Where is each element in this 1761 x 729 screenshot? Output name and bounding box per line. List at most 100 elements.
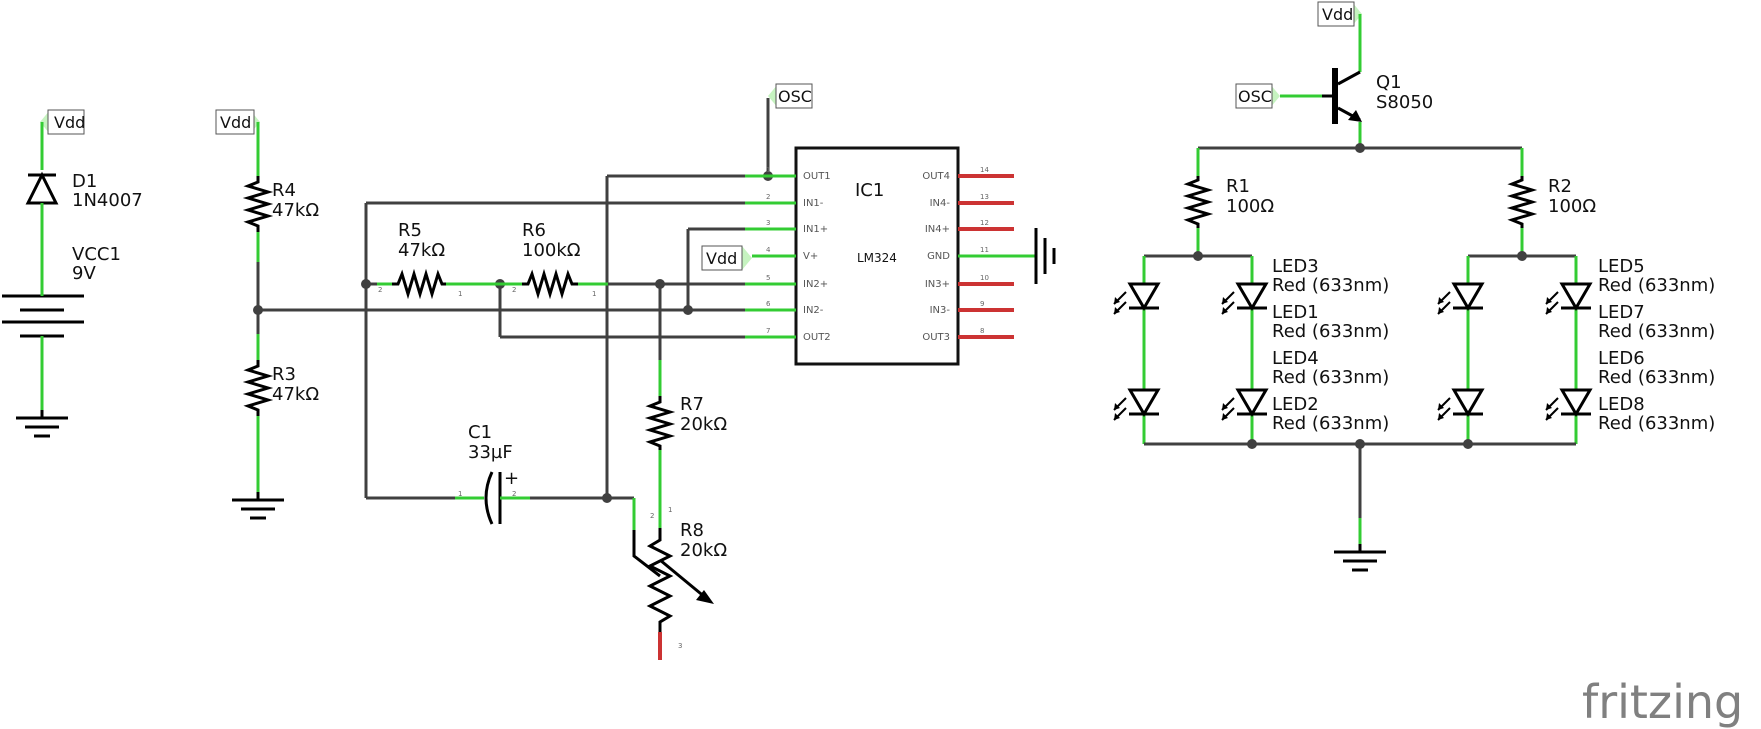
ic-pin-number: 14 (980, 166, 989, 174)
pin-number: 2 (650, 512, 654, 520)
c1-name: C1 (468, 422, 492, 443)
ic-pin-label: GND (927, 251, 950, 262)
r8-value: 20kΩ (680, 540, 727, 561)
ic-pin-number: 1 (766, 166, 770, 174)
led-symbol[interactable] (1436, 388, 1485, 422)
ic-pin-label: OUT2 (803, 332, 831, 343)
pin-number: 3 (678, 642, 682, 650)
led-symbol[interactable] (1112, 388, 1161, 422)
ic-pin-number: 2 (766, 193, 770, 201)
ic-pin-number: 5 (766, 274, 770, 282)
pin-number: 2 (512, 490, 516, 498)
led3-value: Red (633nm) (1272, 275, 1389, 296)
vdd-net-label-d1: Vdd (40, 109, 85, 135)
led-symbol-led3[interactable] (1220, 282, 1269, 316)
junction-dot (602, 493, 612, 503)
d1-name: D1 (72, 171, 97, 192)
led6-name: LED6 (1598, 348, 1645, 369)
r2-name: R2 (1548, 176, 1572, 197)
led-symbol[interactable] (1112, 282, 1161, 316)
ic1-body[interactable] (794, 146, 960, 366)
ic1-name: IC1 (855, 180, 884, 201)
led4-name: LED4 (1272, 348, 1319, 369)
resistor-r3[interactable] (242, 360, 274, 416)
resistor-r6[interactable] (522, 268, 578, 300)
ic-pin-number: 10 (980, 274, 989, 282)
led5-value: Red (633nm) (1598, 275, 1715, 296)
led8-value: Red (633nm) (1598, 413, 1715, 434)
junction-dot (655, 279, 665, 289)
ic-pin-number: 7 (766, 327, 770, 335)
led3-name: LED3 (1272, 256, 1319, 277)
led-symbol-led8[interactable] (1544, 388, 1593, 422)
led7-name: LED7 (1598, 302, 1645, 323)
vdd-label-2: Vdd (220, 113, 251, 132)
ic-pin-label: IN4- (930, 198, 951, 209)
transistor-q1[interactable] (1322, 68, 1362, 124)
osc-net-label-ic: OSC (768, 83, 813, 109)
r4-value: 47kΩ (272, 200, 319, 221)
resistor-r4[interactable] (242, 176, 274, 232)
vdd-label-4: Vdd (1322, 5, 1353, 24)
q1-value: S8050 (1376, 92, 1433, 113)
r3-name: R3 (272, 364, 296, 385)
q1-name: Q1 (1376, 72, 1402, 93)
led2-value: Red (633nm) (1272, 413, 1389, 434)
junction-dot (1517, 251, 1527, 261)
junction-dot (1247, 439, 1257, 449)
battery-vcc1[interactable] (2, 294, 84, 338)
ic-pin-label: IN2+ (803, 279, 828, 290)
pin-number: 1 (592, 290, 596, 298)
ground-symbol-2 (230, 490, 286, 520)
vdd-net-label-ic: Vdd (701, 245, 752, 271)
led7-value: Red (633nm) (1598, 321, 1715, 342)
ic-pin-label: IN3+ (925, 279, 950, 290)
r6-name: R6 (522, 220, 546, 241)
pin-number: 1 (458, 290, 462, 298)
vdd-label-3: Vdd (706, 249, 737, 268)
ic-pin-label: IN1- (803, 198, 824, 209)
r5-name: R5 (398, 220, 422, 241)
vdd-label-1: Vdd (54, 113, 85, 132)
vcc1-name: VCC1 (72, 244, 121, 265)
led5-name: LED5 (1598, 256, 1645, 277)
led2-name: LED2 (1272, 394, 1319, 415)
r1-value: 100Ω (1226, 196, 1274, 217)
ic-pin-number: 4 (766, 246, 771, 254)
ic1-left-pins: OUT1 IN1- IN1+ V+ IN2+ IN2- OUT2 1 2 3 4… (745, 166, 831, 343)
ground-symbol-1 (14, 408, 70, 438)
ic-pin-label: OUT3 (922, 332, 950, 343)
ic-pin-label: IN2- (803, 305, 824, 316)
junction-dot (361, 279, 371, 289)
circuit-wires (258, 98, 770, 500)
potentiometer-r8[interactable] (632, 528, 714, 632)
ic-pin-number: 3 (766, 219, 770, 227)
osc-net-label-q1: OSC (1235, 83, 1280, 109)
r6-value: 100kΩ (522, 240, 581, 261)
resistor-r2[interactable] (1506, 176, 1538, 228)
capacitor-c1[interactable] (484, 471, 502, 525)
ic1-part: LM324 (857, 251, 897, 265)
ic-pin-number: 13 (980, 193, 989, 201)
vdd-net-label-q1: Vdd (1317, 1, 1362, 27)
vdd-net-label-r4: Vdd (215, 109, 260, 135)
ic-pin-number: 6 (766, 300, 771, 308)
ic-pin-label: V+ (803, 251, 818, 262)
led-symbol-led2[interactable] (1220, 388, 1269, 422)
junction-dot (683, 305, 693, 315)
led-symbol[interactable] (1436, 282, 1485, 316)
c1-value: 33µF (468, 442, 513, 463)
ground-symbol-3 (1332, 542, 1388, 572)
r2-value: 100Ω (1548, 196, 1596, 217)
diode-d1[interactable] (25, 171, 59, 205)
pin-number: 2 (512, 286, 516, 294)
resistor-r5[interactable] (392, 268, 446, 300)
led-symbol-led7[interactable] (1544, 282, 1593, 316)
resistor-r1[interactable] (1182, 176, 1214, 228)
junction-dot (253, 305, 263, 315)
ground-symbol-ic (1034, 228, 1056, 284)
ic-pin-number: 12 (980, 219, 989, 227)
resistor-r7[interactable] (644, 396, 676, 450)
ic-pin-label: IN1+ (803, 224, 828, 235)
